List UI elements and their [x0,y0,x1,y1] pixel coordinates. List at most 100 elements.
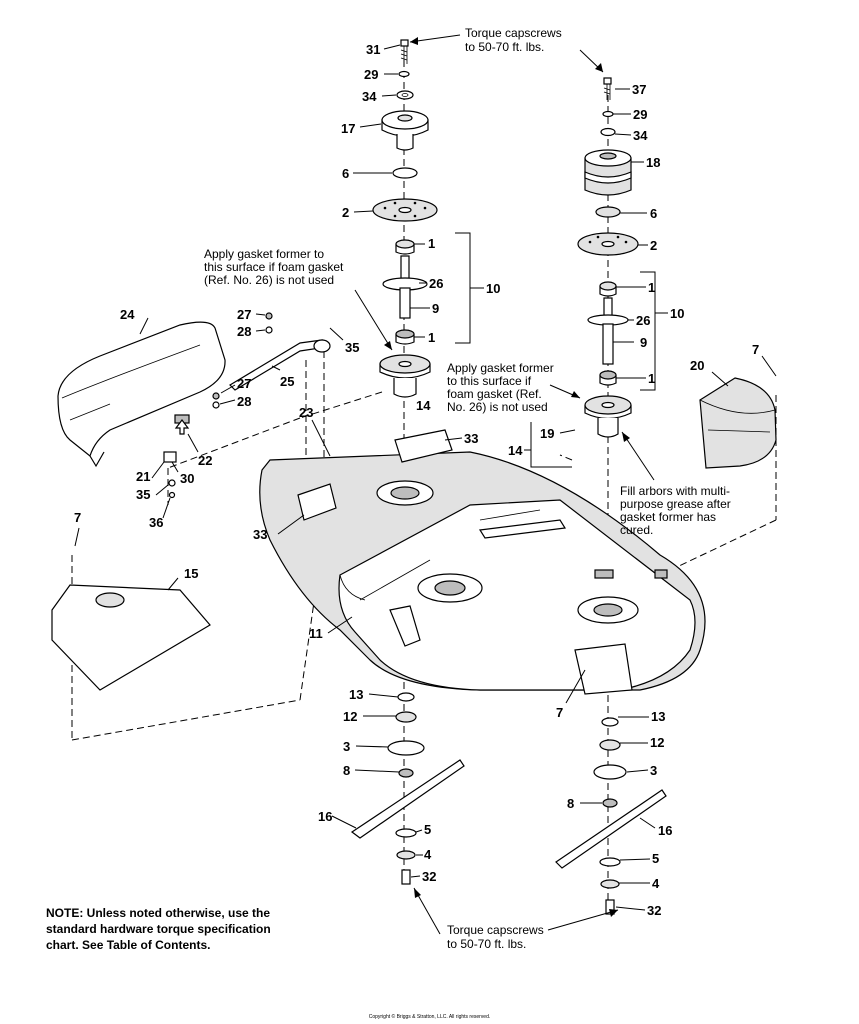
callout-9: 9 [432,301,439,316]
callout-18: 18 [646,155,660,170]
mower-deck-11 [259,429,706,695]
capscrew-37 [603,77,612,100]
callout-5: 5 [652,851,659,866]
right-blade-stack [555,717,667,915]
torque-note: NOTE: Unless noted otherwise, use the st… [46,906,271,952]
callout-26: 26 [429,276,443,291]
callout-15: 15 [184,566,198,581]
callout-36: 36 [149,515,163,530]
callout-33: 33 [464,431,478,446]
grease-line-4: cured. [620,523,653,537]
callout-37: 37 [632,82,646,97]
callout-4: 4 [652,876,660,891]
lockwasher-29-right [602,110,614,118]
bearing-12-right [599,739,621,751]
callout-29: 29 [364,67,378,82]
callout-13: 13 [651,709,665,724]
bearing-12-left [395,711,417,723]
arbor-housing-14-right [584,395,632,438]
adapter-3-right [593,764,627,780]
washer-34 [396,90,414,100]
idler-arm-25 [229,339,331,391]
capscrew-31 [400,39,409,64]
capscrew-32-right [605,899,615,915]
bearing-1-upper-right [599,281,617,297]
washer-5-left [395,828,417,838]
gasket-left-line-2: this surface if foam gasket [204,260,344,274]
callout-34: 34 [362,89,377,104]
callout-4: 4 [424,847,432,862]
adapter-3-left [387,740,425,756]
callout-6: 6 [650,206,657,221]
callout-23: 23 [299,405,313,420]
double-pulley-18 [584,149,632,196]
callout-24: 24 [120,307,135,322]
capscrew-32-left [401,869,411,885]
torque-bottom-line-1: Torque capscrews [447,923,544,937]
callout-35: 35 [345,340,359,355]
callout-1: 1 [648,371,655,386]
gasket-left-line-3: (Ref. No. 26) is not used [204,273,334,287]
callout-5: 5 [424,822,431,837]
belt-cover-20 [699,377,777,469]
callout-30: 30 [180,471,194,486]
callout-28: 28 [237,324,251,339]
callout-29: 29 [633,107,647,122]
blade-shield-15 [51,584,211,691]
torque-bottom-line-2: to 50-70 ft. lbs. [447,937,526,951]
left-blade-stack [350,692,465,885]
gasket-right-line-4: No. 26) is not used [447,400,548,414]
callout-14: 14 [508,443,523,458]
copyright-notice: Copyright © Briggs & Stratton, LLC. All … [368,1014,491,1020]
callout-28: 28 [237,394,251,409]
gasket-right-line-1: Apply gasket former [447,361,554,375]
callout-17: 17 [341,121,355,136]
spacer-6 [392,167,418,179]
callout-19: 19 [540,426,554,441]
callout-21: 21 [136,469,150,484]
callout-10: 10 [670,306,684,321]
callout-31: 31 [366,42,380,57]
callout-13: 13 [349,687,363,702]
callout-3: 3 [343,739,350,754]
gasket-left-line-1: Apply gasket former to [204,247,324,261]
torque-top-line-1: Torque capscrews [465,26,562,40]
gasket-right-line-2: to this surface if [447,374,532,388]
callout-27: 27 [237,307,251,322]
torque-top-line-2: to 50-70 ft. lbs. [465,40,544,54]
callout-16: 16 [658,823,672,838]
washer-34-right [600,127,616,137]
grease-line-1: Fill arbors with multi- [620,484,730,498]
bearing-1-upper-left [395,239,415,255]
bearing-1-lower-right [599,370,617,386]
spindle-shaft-9 [382,255,428,319]
callout-32: 32 [647,903,661,918]
annotations: Torque capscrews to 50-70 ft. lbs. Apply… [204,26,731,951]
washer-5-right [599,857,621,867]
pulley-17 [381,110,429,151]
nut-8-right [602,798,618,808]
callout-1: 1 [648,280,655,295]
left-spindle-stack [372,39,471,398]
callout-9: 9 [640,335,647,350]
callout-3: 3 [650,763,657,778]
callout-22: 22 [198,453,212,468]
gasket-right-line-3: foam gasket (Ref. [447,387,542,401]
blade-16-left [350,759,465,839]
callout-1: 1 [428,236,435,251]
callout-14: 14 [416,398,431,413]
callout-11: 11 [309,626,323,641]
callout-6: 6 [342,166,349,181]
callout-1: 1 [428,330,435,345]
callout-7: 7 [556,705,563,720]
hardware-small [163,312,273,499]
spindle-plate-2 [372,198,438,222]
callout-2: 2 [650,238,657,253]
nut-8-left [398,768,414,778]
callout-10: 10 [486,281,500,296]
callout-34: 34 [633,128,648,143]
callout-12: 12 [343,709,357,724]
washer-4-left [396,850,416,860]
leader-lines [74,34,777,935]
